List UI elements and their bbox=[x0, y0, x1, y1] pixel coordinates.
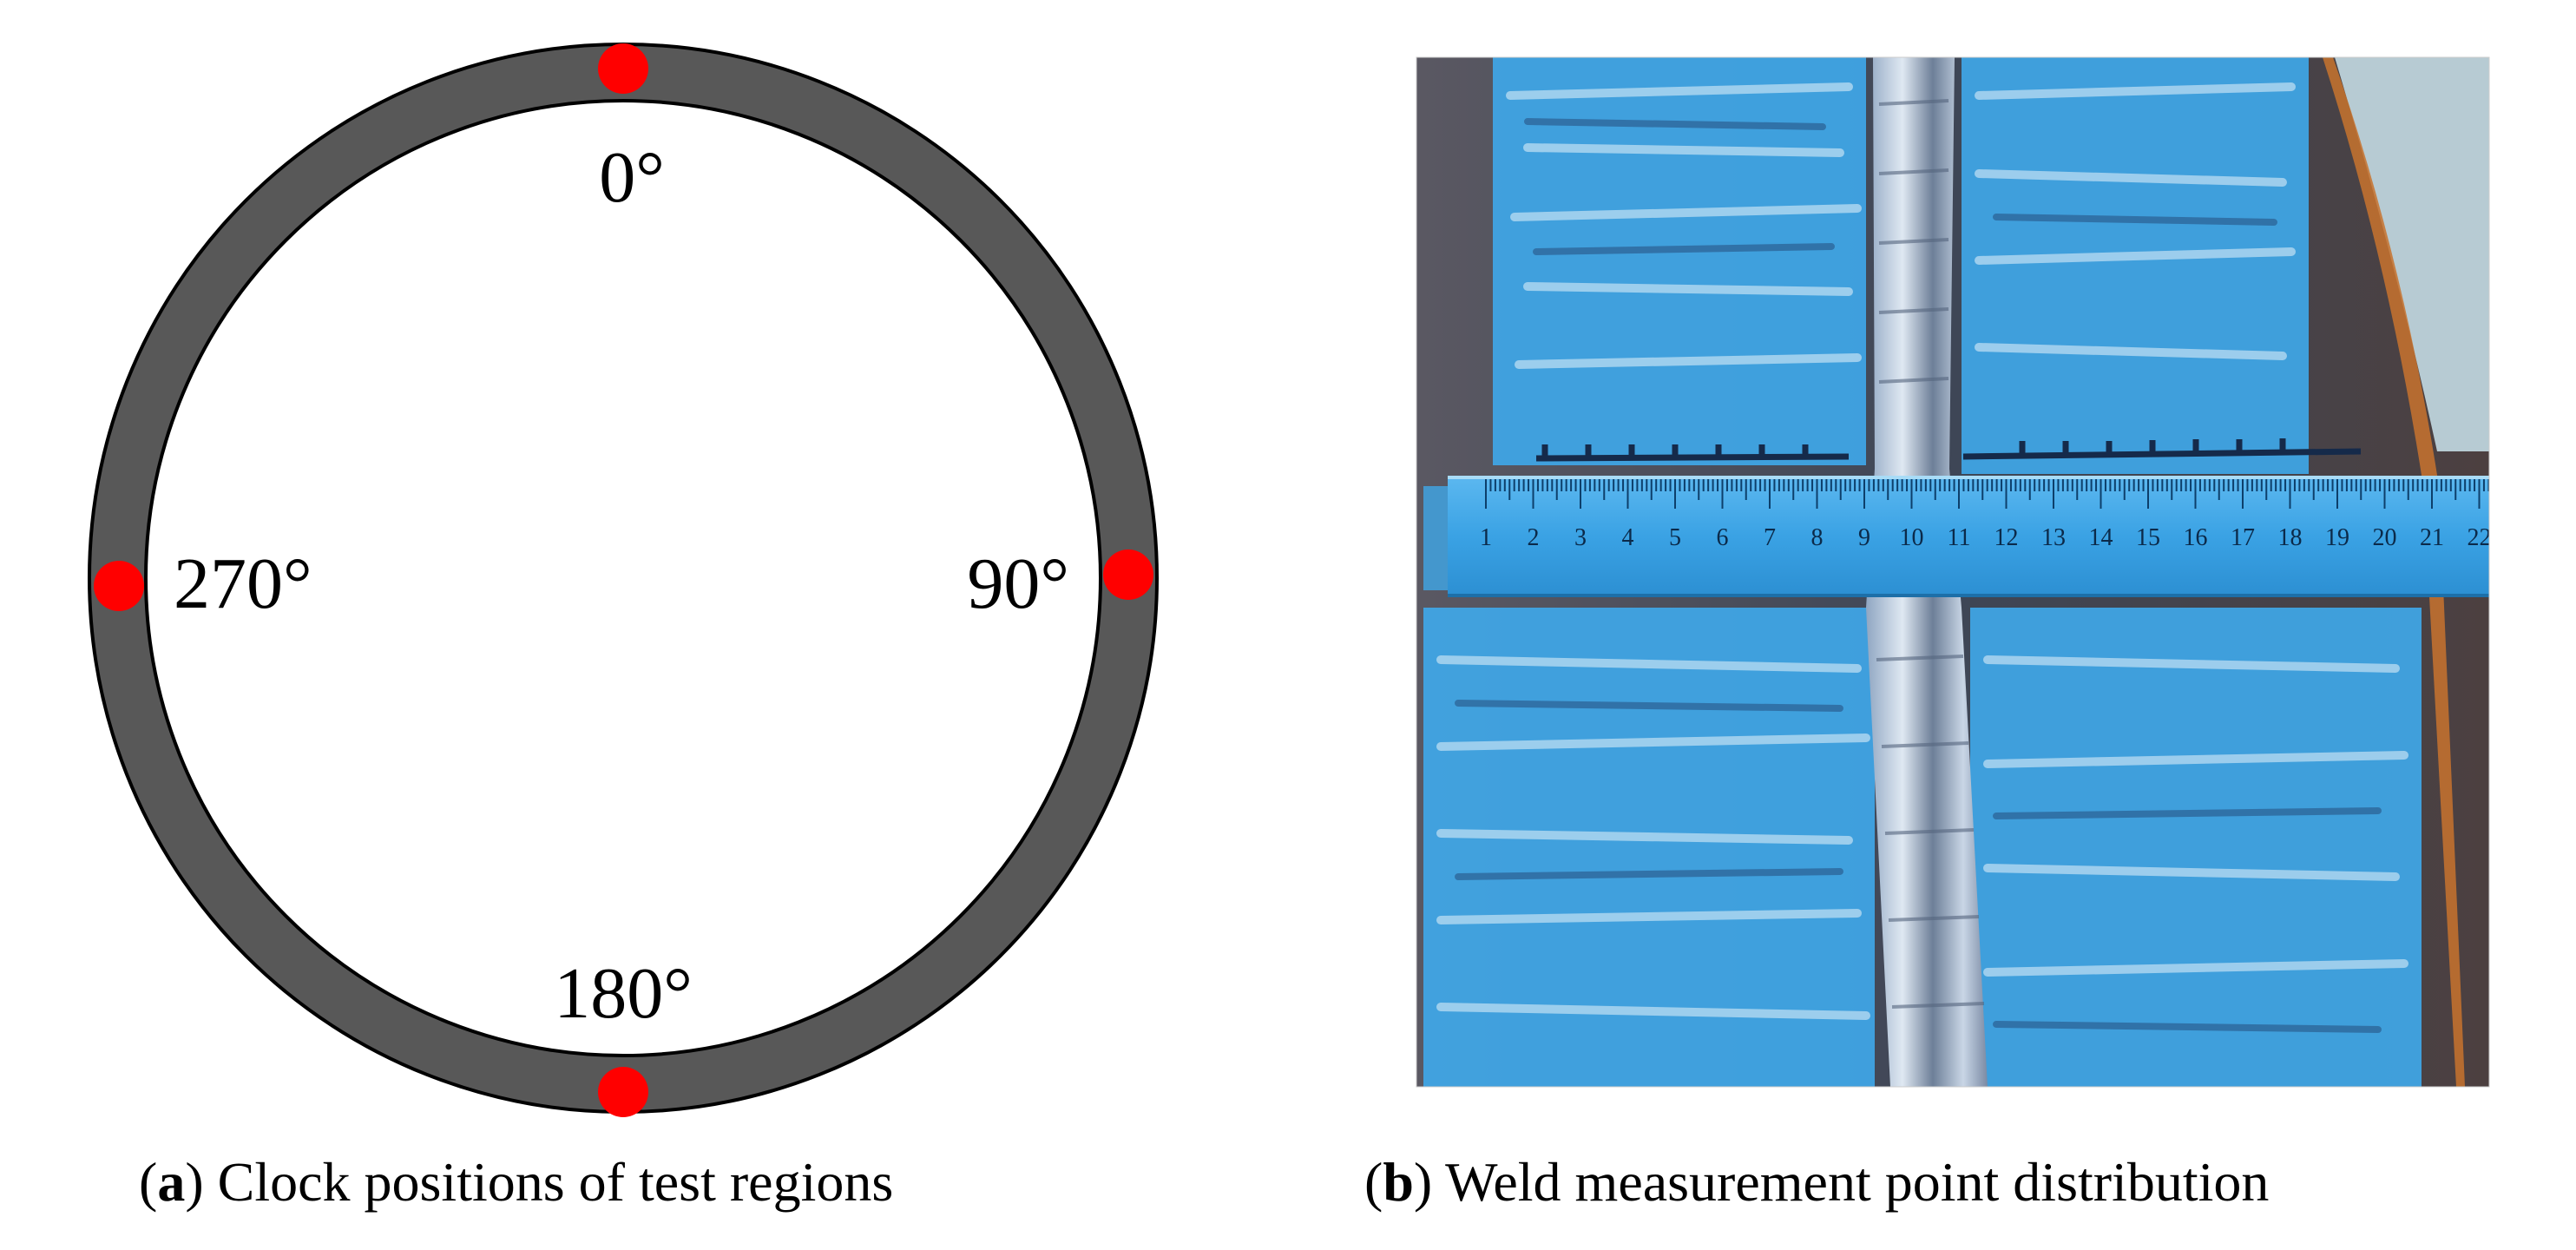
ruler-number: 10 bbox=[1900, 524, 1924, 551]
marker-270-deg bbox=[94, 561, 144, 611]
caption-b: (b) Weld measurement point distribution bbox=[1364, 1151, 2270, 1213]
label-180-deg: 180° bbox=[554, 953, 693, 1034]
caption-a-letter: a bbox=[157, 1151, 186, 1213]
ruler-number: 6 bbox=[1717, 524, 1729, 551]
ruler-number: 18 bbox=[2278, 524, 2303, 551]
measurement-marks bbox=[1535, 438, 2362, 462]
ruler-ticks bbox=[1485, 479, 2489, 509]
label-90-deg: 90° bbox=[967, 543, 1069, 624]
caption-b-letter: b bbox=[1383, 1151, 1414, 1213]
ruler-number: 19 bbox=[2325, 524, 2349, 551]
ruler-number: 21 bbox=[2420, 524, 2444, 551]
photo-frame bbox=[1416, 56, 2490, 1088]
ruler-number: 22 bbox=[2468, 524, 2492, 551]
ring-inner-bore bbox=[144, 99, 1102, 1057]
ruler-number: 20 bbox=[2373, 524, 2397, 551]
ruler-number: 11 bbox=[1948, 524, 1971, 551]
ruler-number: 8 bbox=[1811, 524, 1824, 551]
ruler-number: 7 bbox=[1764, 524, 1776, 551]
ruler-number: 14 bbox=[2089, 524, 2113, 551]
paint-streaks bbox=[1436, 82, 2408, 1020]
ruler-number: 17 bbox=[2231, 524, 2255, 551]
caption-a-text: Clock positions of test regions bbox=[217, 1151, 894, 1213]
ruler-number: 12 bbox=[1994, 524, 2019, 551]
label-270-deg: 270° bbox=[174, 543, 312, 624]
caption-b-text: Weld measurement point distribution bbox=[1445, 1151, 2270, 1213]
caption-a: (a) Clock positions of test regions bbox=[139, 1151, 894, 1213]
ruler-number: 4 bbox=[1622, 524, 1634, 551]
ruler-number: 5 bbox=[1669, 524, 1681, 551]
ruler-body bbox=[1448, 476, 2489, 597]
label-0-deg: 0° bbox=[599, 137, 665, 218]
marker-90-deg bbox=[1103, 549, 1153, 600]
paint-dark-streaks bbox=[1455, 118, 2382, 1033]
weld-ripples bbox=[1876, 99, 1985, 1009]
ruler-number: 16 bbox=[2184, 524, 2208, 551]
ruler-number: 9 bbox=[1858, 524, 1870, 551]
ruler-number: 13 bbox=[2041, 524, 2066, 551]
marker-0-deg bbox=[598, 43, 648, 94]
ruler-number: 15 bbox=[2136, 524, 2160, 551]
ruler-number: 3 bbox=[1574, 524, 1587, 551]
pipe-ring-diagram: 0° 90° 180° 270° bbox=[88, 43, 1159, 1117]
marker-180-deg bbox=[598, 1067, 648, 1117]
ruler-number: 2 bbox=[1528, 524, 1540, 551]
pipe-edge-sky bbox=[2335, 57, 2489, 451]
paint-right bbox=[1962, 57, 2422, 1087]
ruler-number: 1 bbox=[1480, 524, 1492, 551]
